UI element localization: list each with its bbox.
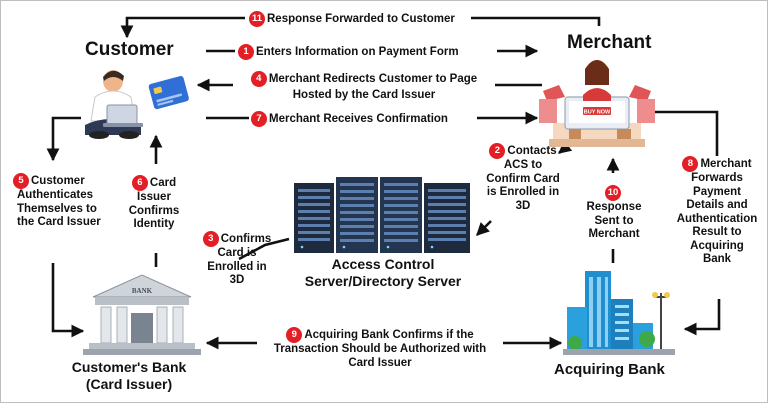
- step-8-text-line7: Acquiring: [690, 239, 744, 252]
- step-badge: 7: [251, 111, 267, 127]
- step-6-text-line4: Identity: [133, 218, 175, 230]
- buy-now-sign: BUY NOW: [584, 110, 611, 116]
- step-10-text-line2: Sent to: [594, 214, 634, 227]
- arrow-step-2a: [557, 140, 573, 155]
- step-7-text: Merchant Receives Confirmation: [269, 113, 448, 126]
- server-racks-icon: [294, 177, 470, 253]
- step-11-text: Response Forwarded to Customer: [267, 13, 455, 26]
- customer-title: Customer: [85, 39, 174, 60]
- customer-with-laptop-icon: [85, 70, 189, 139]
- step-badge: 2: [489, 143, 506, 159]
- merchant-title: Merchant: [567, 32, 652, 53]
- customers-bank-title-line1: Customer's Bank: [71, 359, 187, 375]
- arrow-step-5: [46, 116, 81, 162]
- bank-sign: BANK: [132, 287, 153, 295]
- acquiring-bank-title: Acquiring Bank: [554, 361, 665, 378]
- step-badge: 4: [250, 71, 267, 87]
- arrow-step-8a: [651, 110, 719, 156]
- step-badge: 11: [249, 11, 265, 27]
- merchant-shop-icon: BUY NOW: [539, 60, 655, 147]
- arrow-step-11: [471, 16, 601, 26]
- step-4-text-line2: Hosted by the Card Issuer: [292, 89, 436, 101]
- step-10-text-line3: Merchant: [588, 228, 640, 240]
- step-9-text-line2: Transaction Should be Authorized with: [273, 343, 487, 355]
- customers-bank-title: Customer's Bank (Card Issuer): [65, 359, 193, 393]
- step-2-text-line1: Contacts: [507, 145, 557, 158]
- acs-title: Access Control Server/Directory Server: [297, 256, 469, 290]
- step-8-text-line6: Result to: [692, 226, 742, 238]
- step-2-text-line2: ACS to: [503, 159, 543, 171]
- step-4-text-line1: Merchant Redirects Customer to Page: [268, 73, 478, 86]
- step-8-text-line3: Payment: [693, 185, 741, 198]
- step-3-text-line4: 3D: [229, 274, 245, 286]
- step-1-text: Enters Information on Payment Form: [256, 46, 459, 59]
- step-8-text-line4: Details and: [686, 199, 748, 211]
- step-2-text-line5: 3D: [515, 199, 531, 212]
- step-10-label: 10 Response Sent to Merchant: [578, 185, 650, 242]
- step-9-text-line1: Acquiring Bank Confirms if the: [304, 329, 474, 342]
- step-6-text-line2: Issuer: [137, 191, 171, 203]
- step-6-text-line3: Confirms: [128, 204, 180, 217]
- arrow-step-3: [238, 237, 290, 261]
- step-2-text-line4: is Enrolled in: [486, 186, 560, 198]
- step-badge: 5: [13, 173, 29, 189]
- customers-bank-title-line2: (Card Issuer): [85, 376, 173, 392]
- arrow-step-5c: [51, 263, 85, 338]
- step-5-text-line1: Customer: [31, 175, 85, 188]
- step-3-text-line1: Confirms: [220, 233, 272, 246]
- step-badge: 8: [682, 156, 699, 172]
- step-badge: 9: [286, 327, 303, 343]
- acs-title-line1: Access Control: [331, 256, 435, 272]
- customers-bank-building-icon: BANK: [83, 274, 201, 355]
- step-badge: 3: [202, 231, 219, 247]
- step-8-text-line8: Bank: [702, 253, 732, 265]
- arrow-step-2b: [476, 220, 492, 236]
- arrow-step-8b: [683, 299, 721, 336]
- step-5-text-line4: the Card Issuer: [17, 216, 101, 228]
- step-3-text-line3: Enrolled in: [207, 260, 267, 273]
- step-10-text-line1: Response: [586, 201, 642, 213]
- acs-title-line2: Server/Directory Server: [304, 273, 462, 289]
- step-2-text-line3: Confirm Card: [486, 172, 560, 185]
- step-6-text-line1: Card: [149, 177, 177, 190]
- arrow-step-11b: [120, 16, 245, 39]
- step-8-text-line2: Forwards: [691, 172, 743, 184]
- acquiring-bank-buildings-icon: [563, 271, 675, 355]
- step-badge: 6: [131, 175, 148, 191]
- step-5-text-line3: Themselves to: [17, 202, 97, 215]
- step-8-text-line1: Merchant: [700, 158, 752, 171]
- step-9-text-line3: Card Issuer: [348, 356, 412, 369]
- step-5-text-line2: Authenticates: [17, 189, 94, 201]
- step-8-text-line5: Authentication: [676, 212, 758, 225]
- step-badge: 10: [605, 185, 621, 201]
- step-3-text-line2: Card is: [217, 247, 257, 259]
- step-badge: 1: [238, 44, 254, 60]
